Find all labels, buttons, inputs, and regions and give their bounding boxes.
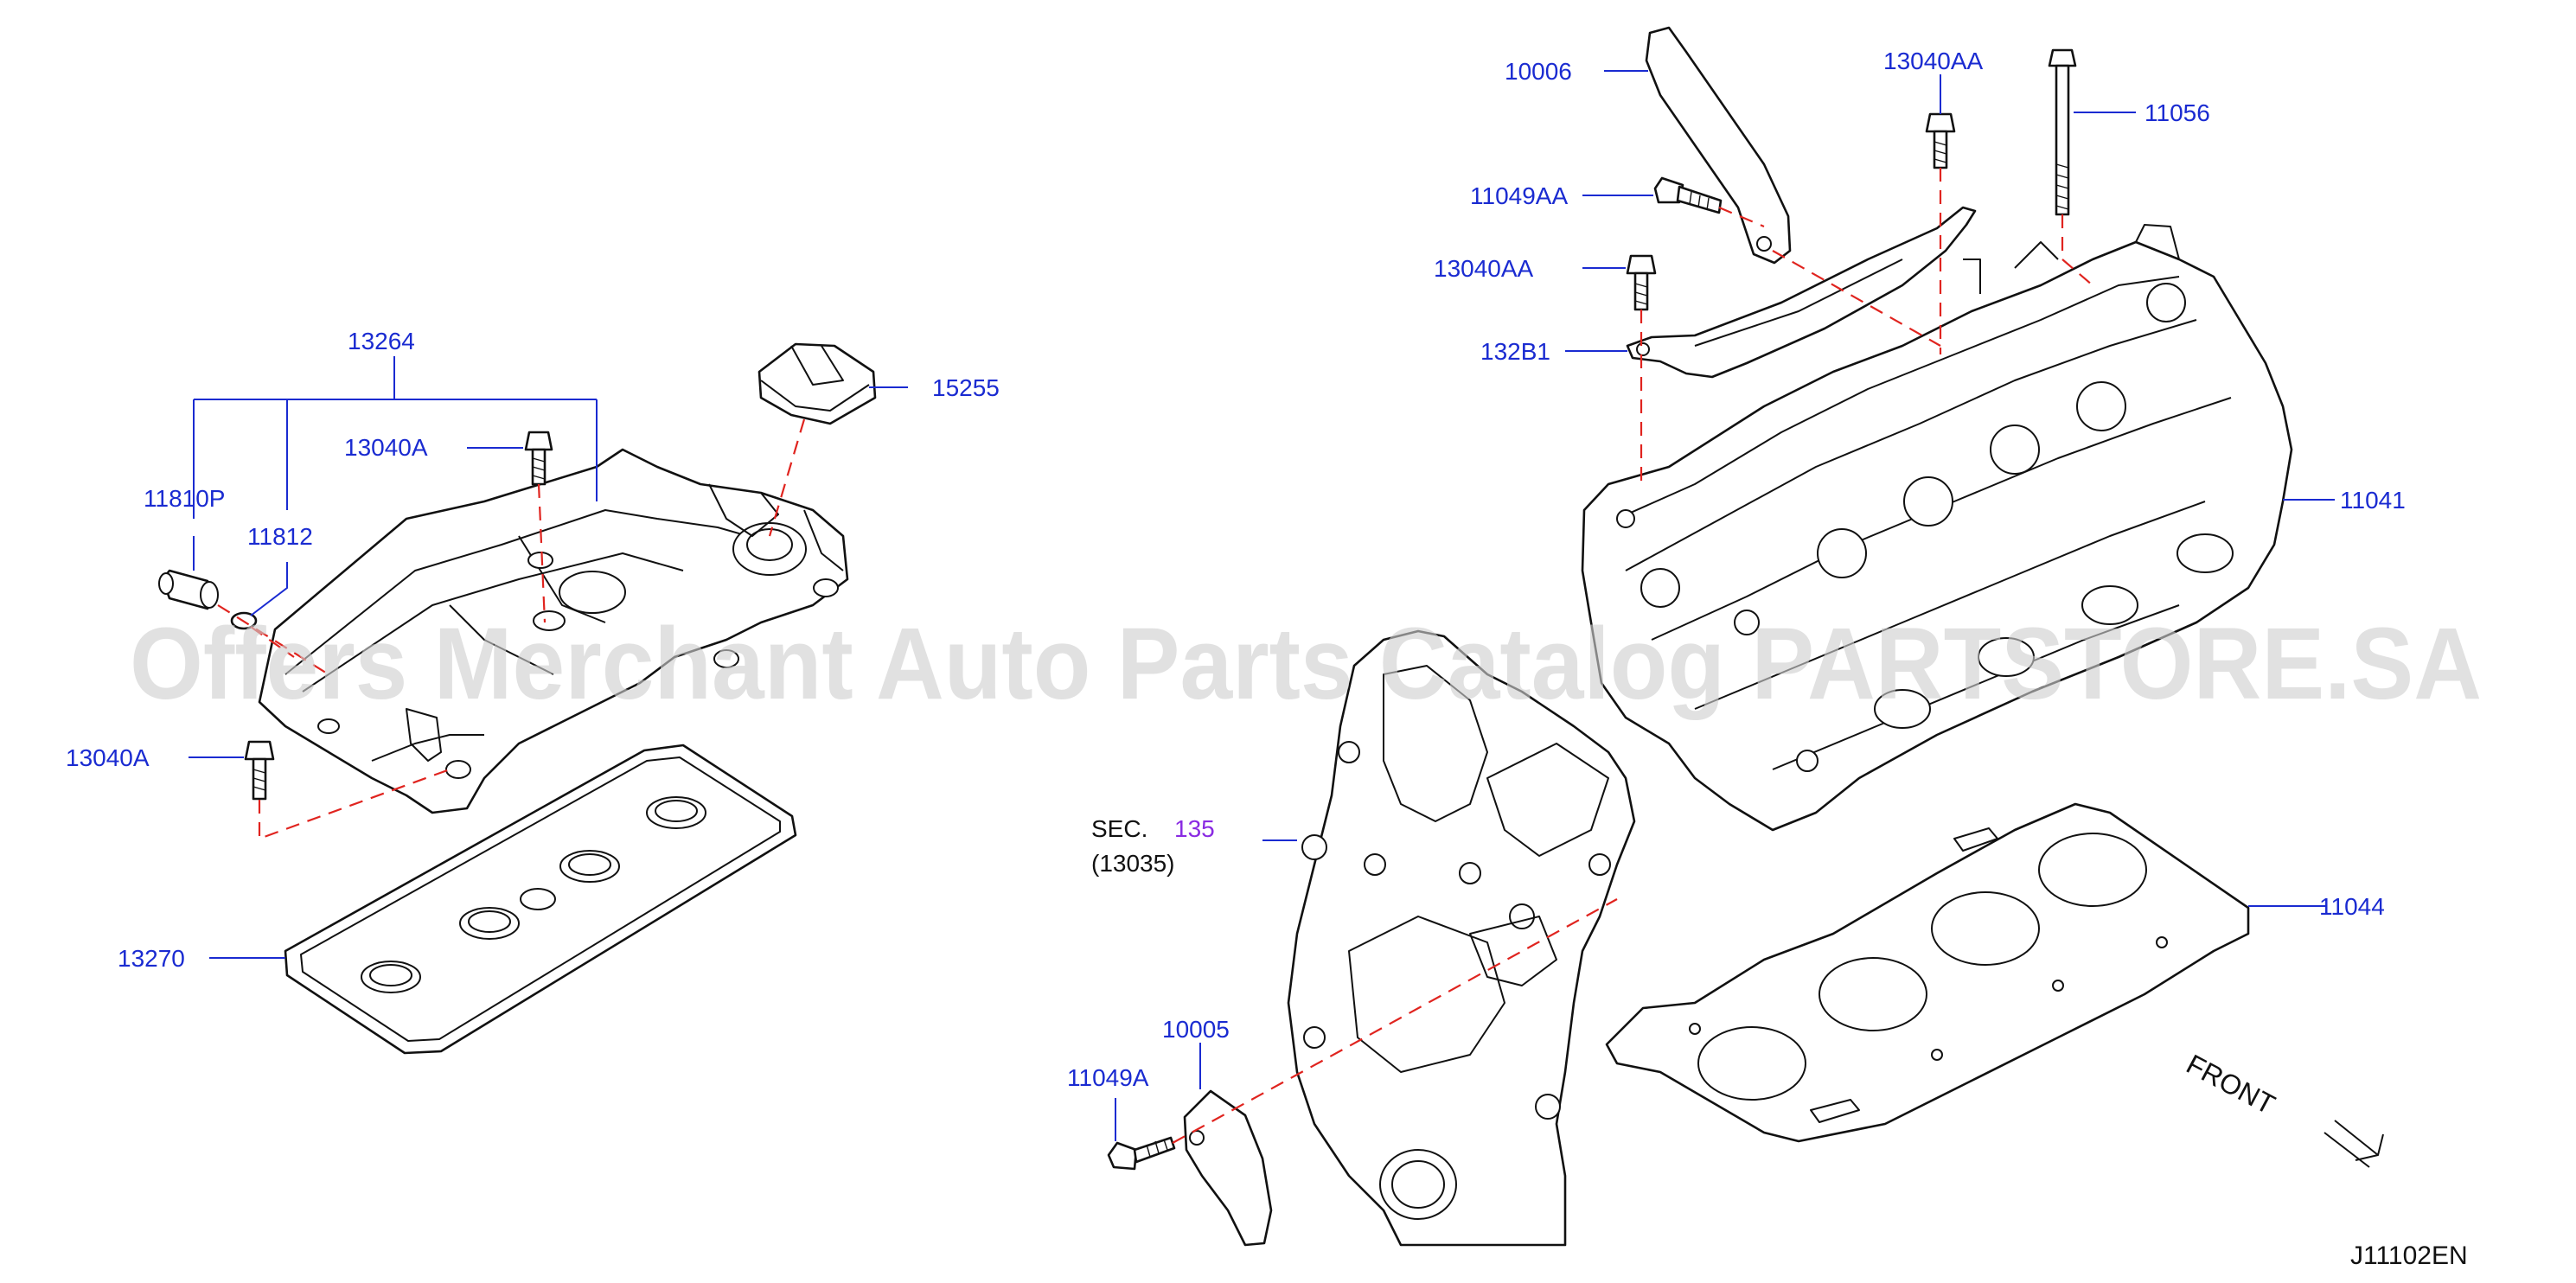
bolt-13040AA-top[interactable] <box>1925 112 1956 169</box>
label-11056[interactable]: 11056 <box>2145 99 2210 126</box>
assembly-lines <box>217 168 2093 1144</box>
bolt-11049AA[interactable] <box>1653 176 1723 214</box>
head-bolt-11056[interactable] <box>2048 48 2077 216</box>
pcv-valve-11810P[interactable] <box>158 569 219 610</box>
diagram-code: J11102EN <box>2350 1242 2468 1270</box>
watermark: Offers Merchant Auto Parts Catalog PARTS… <box>130 607 2482 721</box>
label-11049AA[interactable]: 11049AA <box>1470 182 1568 209</box>
label-10006[interactable]: 10006 <box>1505 58 1572 85</box>
label-132B1[interactable]: 132B1 <box>1480 338 1550 365</box>
oil-filler-cap-15255[interactable] <box>757 342 877 425</box>
engine-hanger-10006[interactable] <box>1645 26 1792 265</box>
bolt-13040AA-mid[interactable] <box>1626 254 1657 311</box>
rocker-cover-13264[interactable] <box>258 448 849 814</box>
label-13040AA-top[interactable]: 13040AA <box>1883 48 1984 74</box>
rocker-cover-gasket-13270[interactable] <box>284 744 797 1055</box>
label-13270[interactable]: 13270 <box>118 945 185 972</box>
head-gasket-11044[interactable] <box>1605 802 2250 1143</box>
bracket-132B1[interactable] <box>1626 206 1977 379</box>
label-10005[interactable]: 10005 <box>1162 1016 1230 1043</box>
cylinder-head-11041[interactable] <box>1581 224 2293 832</box>
label-11041[interactable]: 11041 <box>2340 487 2406 514</box>
front-arrow-icon <box>2324 1120 2384 1168</box>
label-13040A-top[interactable]: 13040A <box>344 434 428 461</box>
part-labels: 13264 11810P 11812 13040A 13040A 15255 1… <box>66 48 2406 1091</box>
plate-10005[interactable] <box>1183 1089 1273 1247</box>
bolt-11049A[interactable] <box>1107 1136 1176 1171</box>
front-indicator: FRONT <box>2182 1048 2384 1168</box>
label-11812[interactable]: 11812 <box>247 523 313 550</box>
front-label: FRONT <box>2182 1048 2280 1120</box>
bolt-13040A-bottom[interactable] <box>244 740 275 801</box>
section-ref-subcode: (13035) <box>1091 850 1175 877</box>
timing-chain-case-sec135[interactable] <box>1287 629 1636 1247</box>
label-13040AA-mid[interactable]: 13040AA <box>1434 255 1534 282</box>
section-ref-number[interactable]: 135 <box>1174 815 1215 842</box>
label-13040A-bottom[interactable]: 13040A <box>66 744 150 771</box>
label-11810P[interactable]: 11810P <box>144 485 225 512</box>
bolt-13040A-top[interactable] <box>524 431 553 486</box>
label-13264[interactable]: 13264 <box>348 328 415 354</box>
label-11049A[interactable]: 11049A <box>1067 1064 1149 1091</box>
label-11044[interactable]: 11044 <box>2319 893 2385 920</box>
label-15255[interactable]: 15255 <box>932 374 1000 401</box>
leader-lines <box>189 70 2335 1141</box>
section-ref-prefix: SEC. <box>1091 815 1147 842</box>
